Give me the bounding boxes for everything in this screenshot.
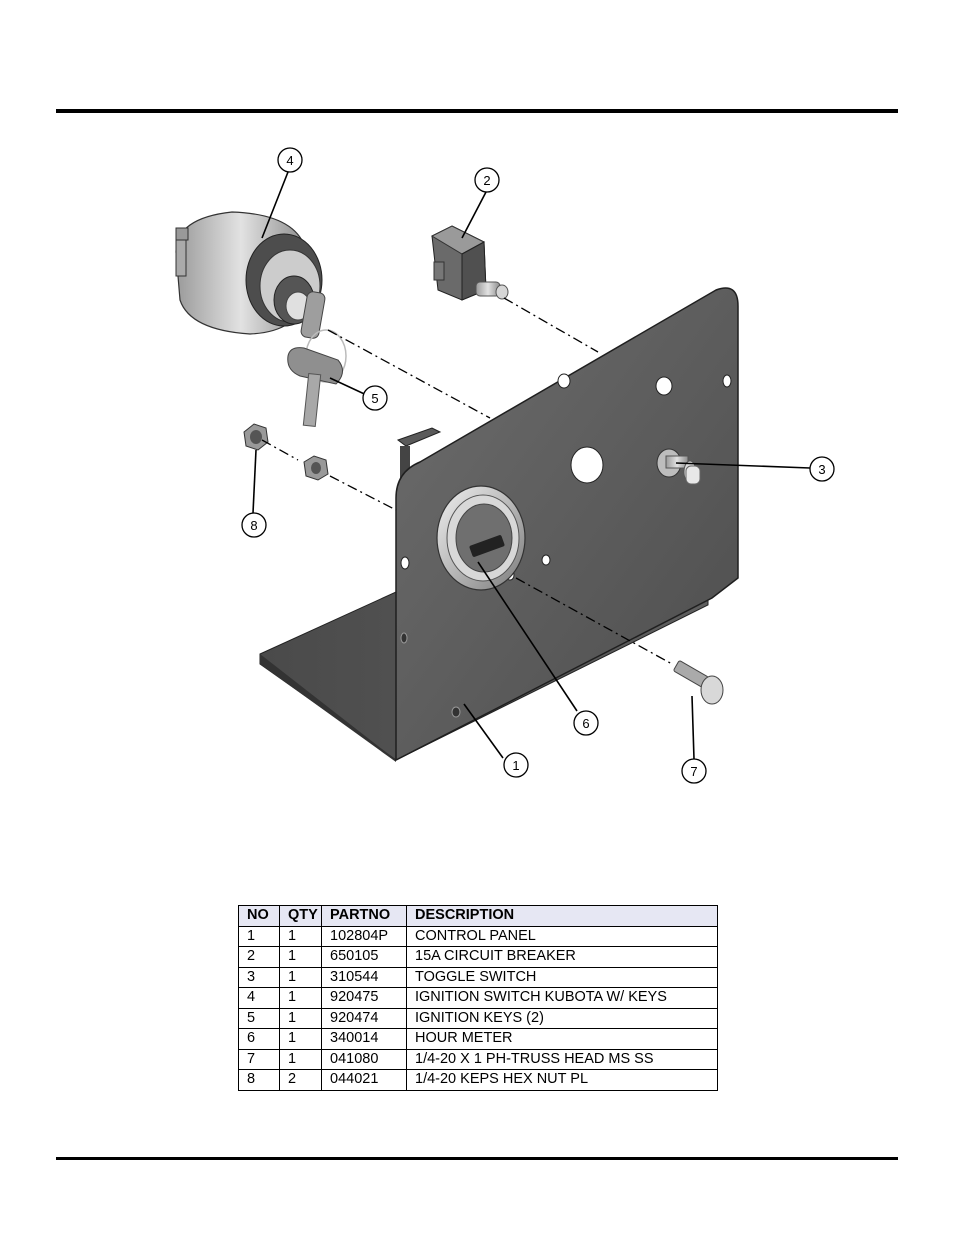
cell-description: 1/4-20 X 1 PH-TRUSS HEAD MS SS	[406, 1048, 718, 1070]
cell-description: CONTROL PANEL	[406, 925, 718, 947]
cell-partno: 044021	[321, 1069, 407, 1091]
cell-partno: 340014	[321, 1028, 407, 1050]
callout-7: 7	[681, 758, 707, 784]
header-partno: PARTNO	[321, 905, 407, 927]
cell-qty: 1	[279, 946, 322, 968]
table-row: 7 1 041080 1/4-20 X 1 PH-TRUSS HEAD MS S…	[238, 1048, 718, 1070]
cell-no: 3	[238, 966, 280, 988]
control-panel	[395, 287, 739, 762]
svg-text:6: 6	[582, 716, 589, 731]
cell-qty: 2	[279, 1069, 322, 1091]
cell-qty: 1	[279, 1028, 322, 1050]
cell-description: IGNITION SWITCH KUBOTA W/ KEYS	[406, 987, 718, 1009]
svg-text:1: 1	[512, 758, 519, 773]
top-rule	[56, 109, 898, 113]
svg-text:2: 2	[483, 173, 490, 188]
cell-no: 5	[238, 1007, 280, 1029]
cell-partno: 920475	[321, 987, 407, 1009]
callout-4: 4	[277, 147, 303, 173]
svg-text:4: 4	[286, 153, 293, 168]
bottom-rule	[56, 1157, 898, 1160]
header-description: DESCRIPTION	[406, 905, 718, 927]
cell-partno: 310544	[321, 966, 407, 988]
callout-2: 2	[474, 167, 500, 193]
cell-no: 6	[238, 1028, 280, 1050]
cell-qty: 1	[279, 925, 322, 947]
cell-no: 1	[238, 925, 280, 947]
cell-qty: 1	[279, 1007, 322, 1029]
svg-text:7: 7	[690, 764, 697, 779]
truss-head-screw	[673, 660, 724, 705]
panel-bracket	[396, 427, 442, 480]
callout-1: 1	[503, 752, 529, 778]
toggle-switch	[656, 448, 701, 485]
table-row: 8 2 044021 1/4-20 KEPS HEX NUT PL	[238, 1069, 718, 1091]
svg-text:8: 8	[250, 518, 257, 533]
parts-list-table: NO QTY PARTNO DESCRIPTION 1 1 102804P CO…	[238, 905, 718, 1091]
hour-meter	[436, 485, 526, 591]
callout-6: 6	[573, 710, 599, 736]
cell-description: 1/4-20 KEPS HEX NUT PL	[406, 1069, 718, 1091]
cell-partno: 102804P	[321, 925, 407, 947]
cell-qty: 1	[279, 1048, 322, 1070]
ignition-keys	[287, 329, 347, 428]
table-row: 1 1 102804P CONTROL PANEL	[238, 925, 718, 947]
cell-no: 8	[238, 1069, 280, 1091]
table-row: 2 1 650105 15A CIRCUIT BREAKER	[238, 946, 718, 968]
header-no: NO	[238, 905, 280, 927]
cell-qty: 1	[279, 966, 322, 988]
table-header-row: NO QTY PARTNO DESCRIPTION	[238, 905, 718, 927]
ignition-switch	[175, 211, 326, 339]
svg-text:5: 5	[371, 391, 378, 406]
table-row: 5 1 920474 IGNITION KEYS (2)	[238, 1007, 718, 1029]
cell-partno: 920474	[321, 1007, 407, 1029]
callout-8: 8	[241, 512, 267, 538]
cell-description: TOGGLE SWITCH	[406, 966, 718, 988]
cell-no: 2	[238, 946, 280, 968]
circuit-breaker	[430, 225, 509, 301]
cell-description: IGNITION KEYS (2)	[406, 1007, 718, 1029]
cell-qty: 1	[279, 987, 322, 1009]
exploded-parts-diagram: 1 2 3 4 5 6 7 8	[175, 147, 835, 784]
table-row: 3 1 310544 TOGGLE SWITCH	[238, 966, 718, 988]
table-row: 4 1 920475 IGNITION SWITCH KUBOTA W/ KEY…	[238, 987, 718, 1009]
cell-no: 4	[238, 987, 280, 1009]
alignment-lines	[261, 297, 673, 665]
table-row: 6 1 340014 HOUR METER	[238, 1028, 718, 1050]
callout-3: 3	[809, 456, 835, 482]
hex-nut	[243, 423, 329, 481]
svg-text:3: 3	[818, 462, 825, 477]
cell-partno: 041080	[321, 1048, 407, 1070]
header-qty: QTY	[279, 905, 322, 927]
cell-description: 15A CIRCUIT BREAKER	[406, 946, 718, 968]
callout-5: 5	[362, 385, 388, 411]
cell-partno: 650105	[321, 946, 407, 968]
cell-no: 7	[238, 1048, 280, 1070]
cell-description: HOUR METER	[406, 1028, 718, 1050]
